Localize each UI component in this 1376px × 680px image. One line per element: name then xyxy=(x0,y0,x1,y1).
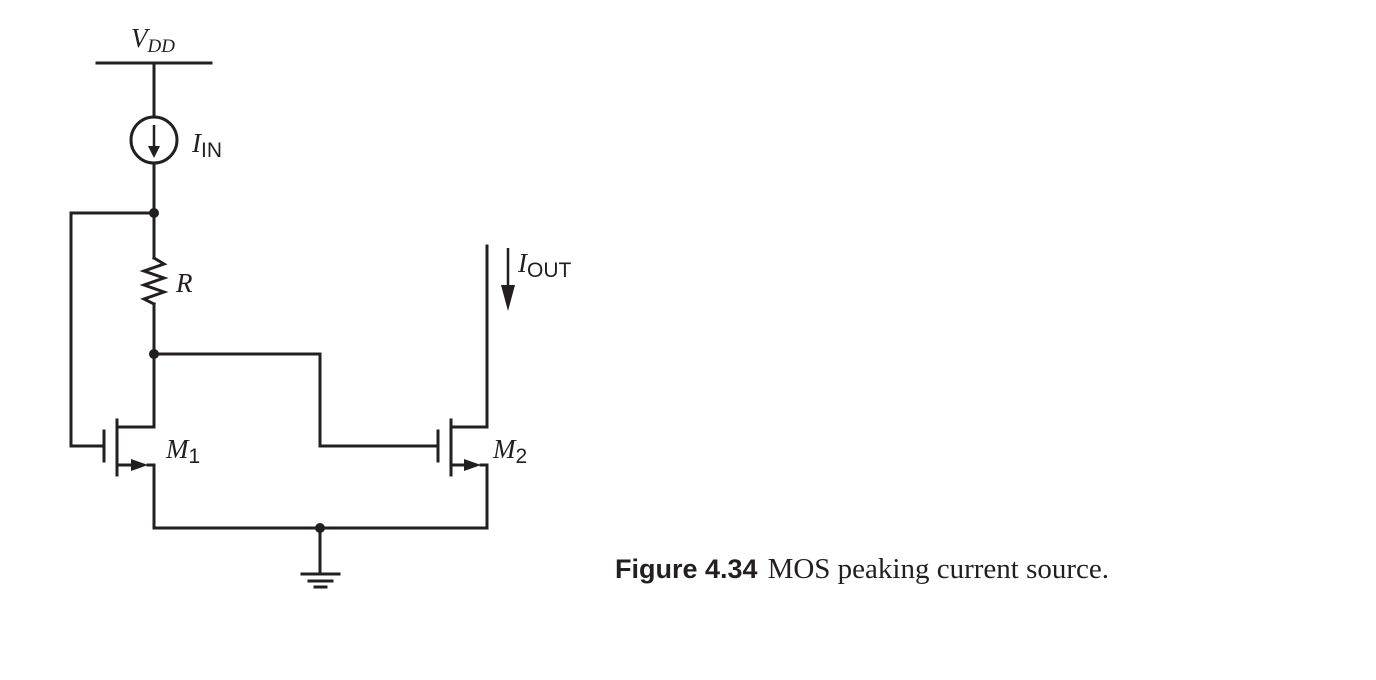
vdd-label: VDD xyxy=(131,23,175,57)
m1-label: M1 xyxy=(165,434,200,468)
iin-label: IIN xyxy=(191,128,222,162)
figure-caption: Figure 4.34 MOS peaking current source. xyxy=(615,553,1109,586)
figure-title: MOS peaking current source. xyxy=(767,553,1110,585)
wire-gate-m2 xyxy=(152,352,440,448)
r-label: R xyxy=(175,268,193,298)
wire-gate-m1 xyxy=(69,211,156,448)
resistor-r xyxy=(139,255,169,307)
figure-number: Figure 4.34 xyxy=(615,554,758,584)
current-source-iin xyxy=(129,115,179,165)
transistor-m1 xyxy=(102,418,156,530)
iout-label: IOUT xyxy=(517,248,572,282)
iout-arrow xyxy=(501,248,515,311)
m2-label: M2 xyxy=(492,434,527,468)
transistor-m2 xyxy=(436,244,489,530)
ground-symbol xyxy=(300,572,341,589)
